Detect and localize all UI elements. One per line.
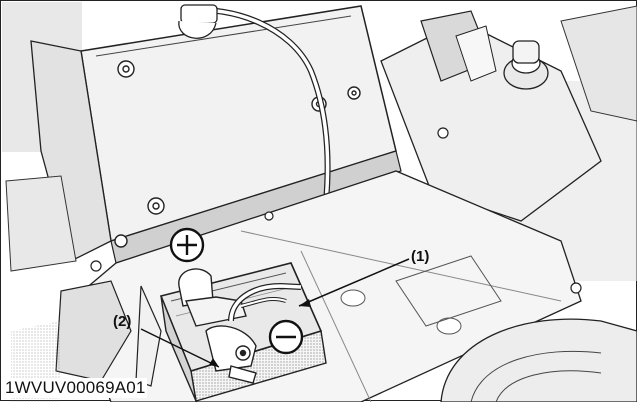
positive-symbol [169, 227, 205, 263]
leader-line-2 [140, 328, 220, 368]
negative-symbol [268, 319, 304, 355]
panel-bolts [114, 60, 361, 248]
cap [503, 40, 549, 90]
figure-code: 1WVUV00069A01 [4, 378, 147, 398]
callout-label-1: (1) [411, 248, 430, 265]
callout-label-2: (2) [113, 313, 132, 330]
leader-line-1 [298, 258, 410, 307]
negative-terminal [205, 325, 257, 384]
